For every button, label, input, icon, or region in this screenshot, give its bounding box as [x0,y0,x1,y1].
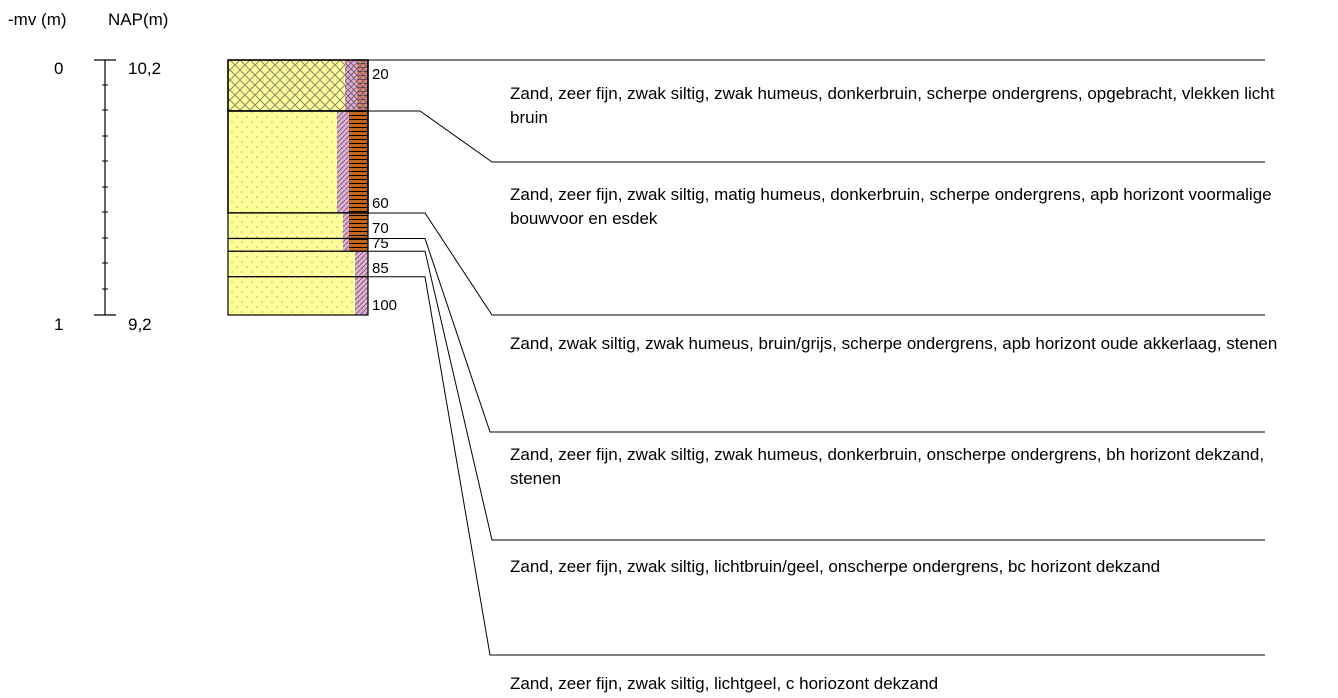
depth-axis [94,59,116,316]
layer-strip [343,238,349,252]
layer-strip [349,111,368,213]
layer-description: Zand, zeer fijn, zwak siltig, zwak humeu… [510,445,1265,488]
layer-strip [345,60,357,111]
depth-label-85: 85 [372,260,389,277]
nap-top-label: 10,2 [128,59,162,78]
leader-line [368,250,1265,541]
layer-description: Zand, zeer fijn, zwak siltig, lichtgeel,… [510,674,939,693]
depth-label-75: 75 [372,235,389,252]
layer-description: Zand, zeer fijn, zwak siltig, lichtbruin… [510,557,1161,576]
layer-strip [337,111,349,213]
leader-lines [368,59,1265,656]
nap-axis-header: NAP(m) [108,10,169,29]
layer-body [228,60,345,111]
layer-strip [349,213,368,239]
layer-strip [357,60,368,111]
depth-label-100: 100 [372,297,398,314]
layer-strip [349,238,368,252]
layer-strip [343,213,349,239]
depth-label-20: 20 [372,66,389,83]
mv-axis-header: -mv (m) [8,10,67,29]
layer-description: Zand, zeer fijn, zwak siltig, matig hume… [510,185,1272,228]
leader-line [368,110,1265,163]
leader-line [368,238,1265,433]
nap-bottom-label: 9,2 [128,315,152,334]
leader-line [368,212,1265,316]
mv-top-label: 0 [54,59,64,78]
layer-strip [355,251,368,277]
depth-label-70: 70 [372,220,389,237]
mv-bottom-label: 1 [54,315,64,334]
layer-body [228,276,355,315]
leader-line [368,276,1265,656]
layer-description: Zand, zwak siltig, zwak humeus, bruin/gr… [510,334,1278,353]
layer-body [228,111,337,213]
layer-body [228,251,355,277]
layer-body [228,213,343,239]
soil-column [227,59,369,316]
layer-strip [355,276,368,315]
depth-label-60: 60 [372,195,389,212]
layer-body [228,238,343,252]
layer-outline [227,276,369,316]
layer-description: Zand, zeer fijn, zwak siltig, zwak humeu… [510,84,1275,127]
